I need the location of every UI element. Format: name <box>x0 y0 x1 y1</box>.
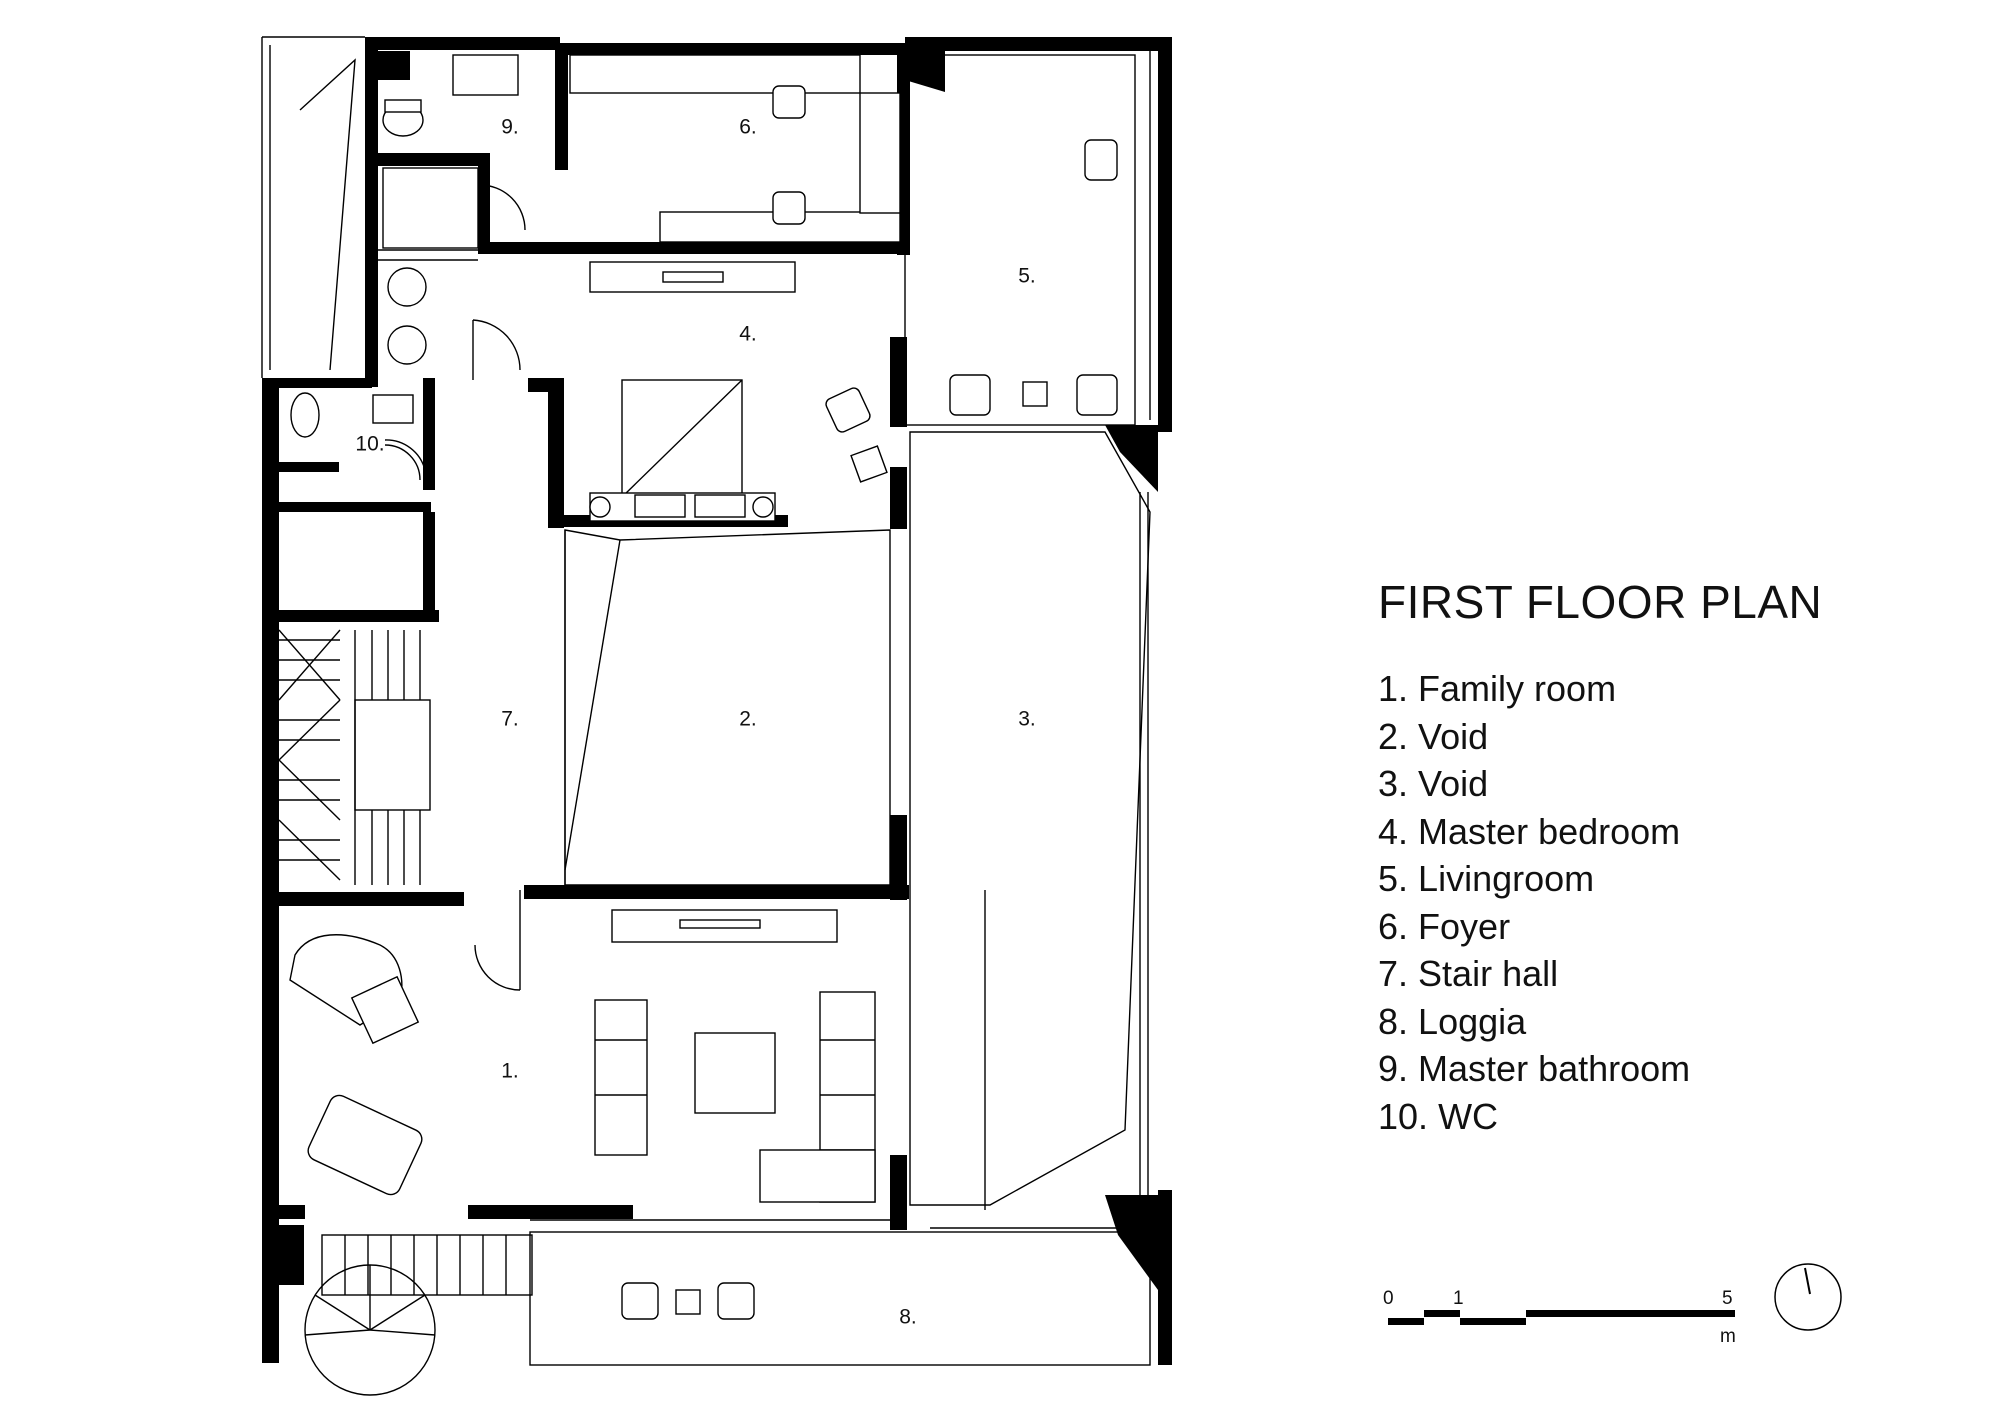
room-label-1: 1. <box>501 1060 519 1083</box>
legend-item: 2. Void <box>1378 715 1489 757</box>
room-label-10: 10. <box>355 433 384 456</box>
legend-item: 6. Foyer <box>1378 905 1511 947</box>
furniture <box>289 54 1118 1320</box>
master-bathroom-fixtures <box>382 54 519 249</box>
page-title: FIRST FLOOR PLAN <box>1378 576 1823 628</box>
bedroom-furniture <box>387 261 888 522</box>
scale-unit: m <box>1720 1326 1736 1347</box>
family-room-furniture <box>289 909 876 1203</box>
room-label-8: 8. <box>899 1306 917 1329</box>
thin-lines <box>261 36 1151 1396</box>
legend-item: 10. WC <box>1378 1095 1499 1137</box>
legend-item: 7. Stair hall <box>1378 953 1559 994</box>
legend-item: 4. Master bedroom <box>1378 810 1681 852</box>
room-labels: 1. 2. 3. 4. 5. 6. 7. 8. 9. 10. <box>355 116 1035 1329</box>
room-label-2: 2. <box>739 708 757 731</box>
room-label-9: 9. <box>501 116 519 139</box>
outdoor-steps <box>321 1234 533 1296</box>
legend-item: 3. Void <box>1378 763 1489 804</box>
room-label-3: 3. <box>1018 708 1036 731</box>
foyer-furniture <box>569 54 901 243</box>
scale-label-5: 5 <box>1722 1288 1733 1309</box>
legend-item: 8. Loggia <box>1378 1000 1527 1042</box>
scale-label-0: 0 <box>1383 1288 1394 1309</box>
room-label-5: 5. <box>1018 265 1036 288</box>
legend-item: 9. Master bathroom <box>1378 1048 1691 1089</box>
north-arrow-icon <box>1774 1263 1842 1331</box>
scale-label-1: 1 <box>1453 1288 1464 1309</box>
livingroom-furniture <box>949 139 1118 416</box>
room-label-6: 6. <box>739 116 757 139</box>
legend-item: 1. Family room <box>1378 668 1617 709</box>
room-label-7: 7. <box>501 708 519 731</box>
stair-treads <box>278 629 431 885</box>
legend: FIRST FLOOR PLAN 1. Family room 2. Void … <box>1378 575 1822 1140</box>
scale-bar: 0 1 5 m <box>1383 1288 1736 1347</box>
spiral-stair <box>304 1264 436 1396</box>
legend-item: 5. Livingroom <box>1378 858 1595 899</box>
room-label-4: 4. <box>739 323 757 346</box>
legend-list: 1. Family room 2. Void 3. Void 4. Master… <box>1378 665 1822 1140</box>
loggia-furniture <box>621 1282 755 1320</box>
wc-fixtures <box>290 392 421 481</box>
